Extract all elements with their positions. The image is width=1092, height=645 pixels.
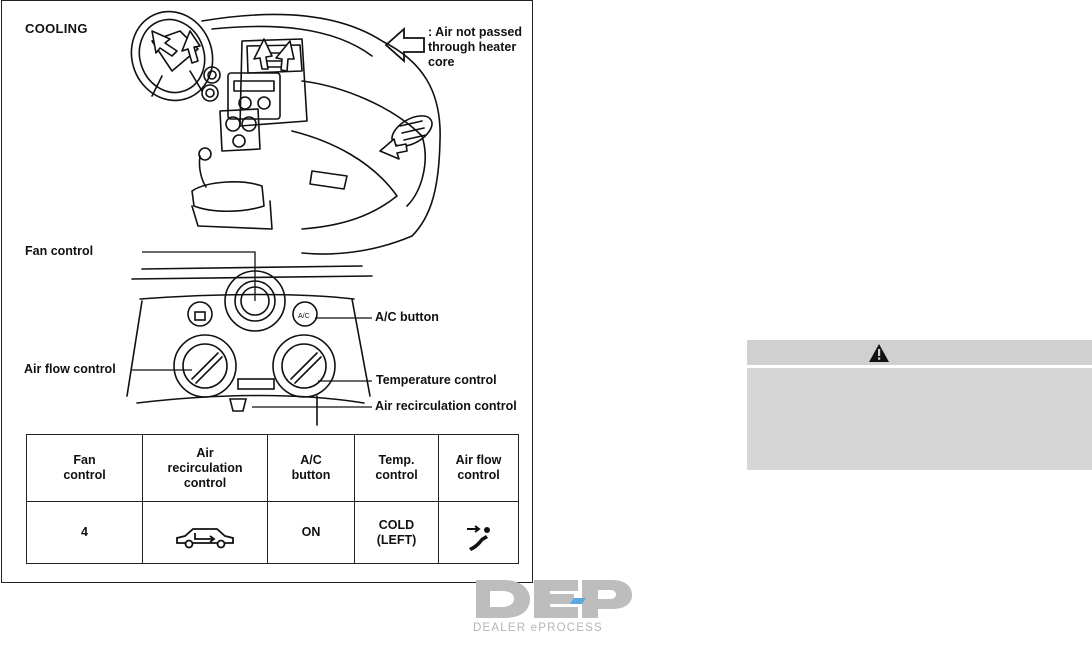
cell-recirculation (142, 501, 268, 564)
car-recirculation-icon (176, 528, 234, 549)
header-ac-button: A/C button (267, 434, 355, 502)
cell-ac-value: ON (267, 501, 355, 564)
header-temp-control: Temp. control (354, 434, 439, 502)
cell-temp-value: COLD (LEFT) (354, 501, 439, 564)
label-ac-button: A/C button (375, 310, 439, 324)
watermark-text: DEALER ePROCESS (473, 622, 603, 634)
ac-panel-marking: A/C (298, 313, 310, 320)
figure-title: COOLING (25, 21, 88, 36)
cell-fan-value: 4 (26, 501, 143, 564)
steering-wheel-icon (130, 10, 214, 102)
warning-body (747, 368, 1092, 470)
legend-text: : Air not passed through heater core (428, 25, 522, 69)
label-fan-control: Fan control (25, 244, 94, 258)
label-air-flow-control: Air flow control (24, 362, 116, 376)
vent-to-face-icon (466, 525, 490, 551)
cell-airflow (438, 501, 519, 564)
header-air-flow-control: Air flow control (438, 434, 519, 502)
dep-logo-icon (476, 580, 632, 618)
table-row: 4 ON COLD (LEFT) (26, 501, 519, 564)
settings-table: Fan control Air recirculation control A/… (26, 434, 519, 564)
label-temperature-control: Temperature control (376, 373, 497, 387)
legend: : Air not passed through heater core (382, 13, 532, 75)
watermark: DEALER ePROCESS (470, 572, 635, 642)
outline-arrow-icon (384, 26, 425, 64)
label-air-recirculation-control: Air recirculation control (375, 399, 517, 413)
header-air-recirculation-control: Air recirculation control (142, 434, 268, 502)
dashboard-illustration: A/C (126, 10, 441, 426)
warning-triangle-icon (869, 344, 889, 362)
table-header-row: Fan control Air recirculation control A/… (26, 434, 519, 502)
header-fan-control: Fan control (26, 434, 143, 502)
cooling-figure: COOLING : Air not passed through heater … (1, 0, 533, 583)
warning-header (747, 340, 1092, 365)
